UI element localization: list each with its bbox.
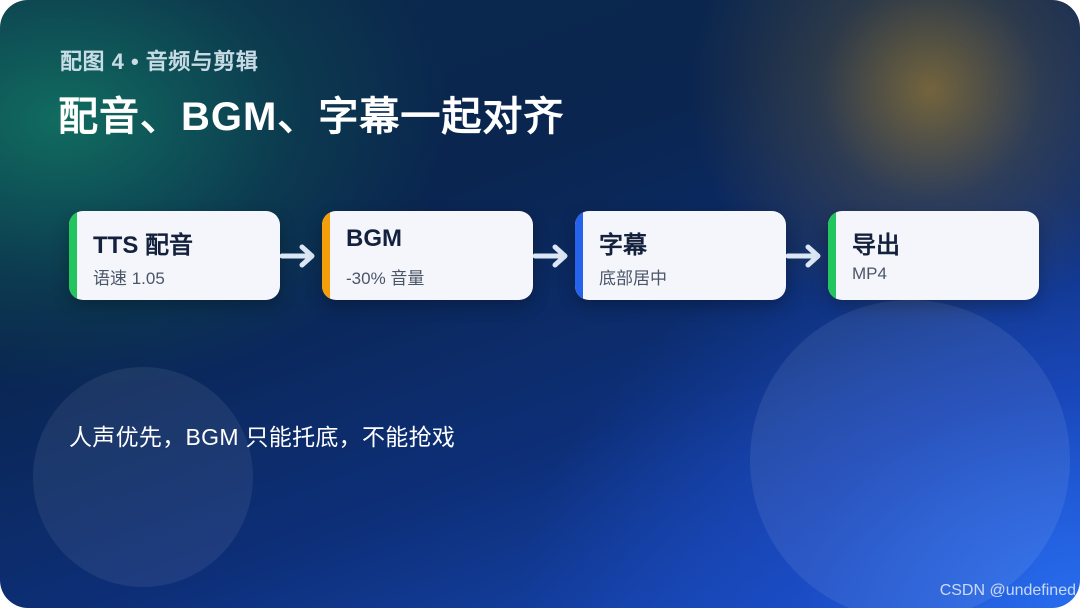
arrow-right-icon: [786, 244, 821, 268]
arrow-path: [786, 244, 821, 268]
step-subtitle: 底部居中: [599, 269, 667, 288]
step-card-export: 导出 MP4: [828, 211, 1039, 300]
slide-title: 配音、BGM、字幕一起对齐: [58, 95, 565, 139]
step-card-tts: TTS 配音 语速 1.05: [69, 211, 280, 300]
arrow-path: [533, 244, 568, 268]
arrow-path: [280, 244, 315, 268]
step-subtitle: 语速 1.05: [93, 269, 165, 288]
step-subtitle: -30% 音量: [346, 269, 425, 288]
decorative-circle-left: [33, 367, 253, 587]
step-subtitle: MP4: [852, 264, 887, 283]
slide-subtitle: 配图 4 • 音频与剪辑: [60, 49, 259, 74]
watermark: CSDN @undefined: [939, 582, 1076, 599]
step-title: 导出: [852, 232, 900, 259]
decorative-circle-right: [750, 300, 1070, 608]
step-accent-bar: [575, 211, 583, 300]
step-accent-bar: [828, 211, 836, 300]
step-title: 字幕: [599, 232, 647, 259]
step-title: TTS 配音: [93, 232, 193, 259]
step-accent-bar: [69, 211, 77, 300]
slide-caption: 人声优先，BGM 只能托底，不能抢戏: [69, 424, 456, 450]
arrow-right-icon: [533, 244, 568, 268]
step-accent-bar: [322, 211, 330, 300]
step-title: BGM: [346, 225, 402, 252]
step-card-subtitles: 字幕 底部居中: [575, 211, 786, 300]
arrow-right-icon: [280, 244, 315, 268]
step-card-bgm: BGM -30% 音量: [322, 211, 533, 300]
